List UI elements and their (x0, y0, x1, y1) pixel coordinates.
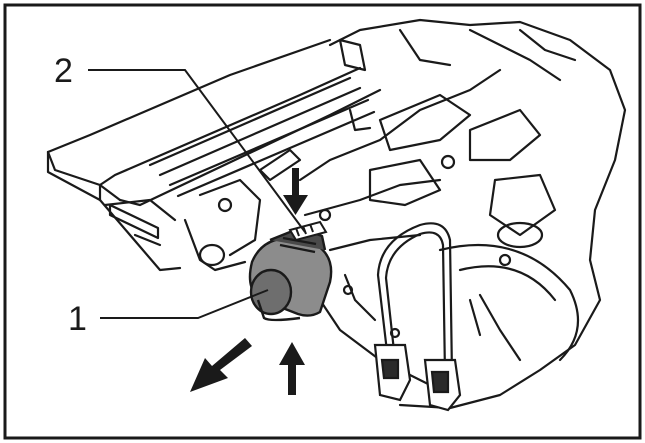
arrow-pull-out (190, 338, 252, 392)
diagram-frame (3, 3, 642, 440)
handle-clips (373, 343, 462, 412)
leader-lines (88, 69, 306, 319)
tool-body (46, 18, 627, 410)
callout-1: 1 (68, 300, 87, 338)
arrow-up-press (279, 342, 305, 395)
battery-pack (248, 226, 333, 322)
callout-2: 2 (54, 52, 73, 90)
handle-loop (376, 222, 454, 377)
arrow-down-press (283, 168, 308, 215)
